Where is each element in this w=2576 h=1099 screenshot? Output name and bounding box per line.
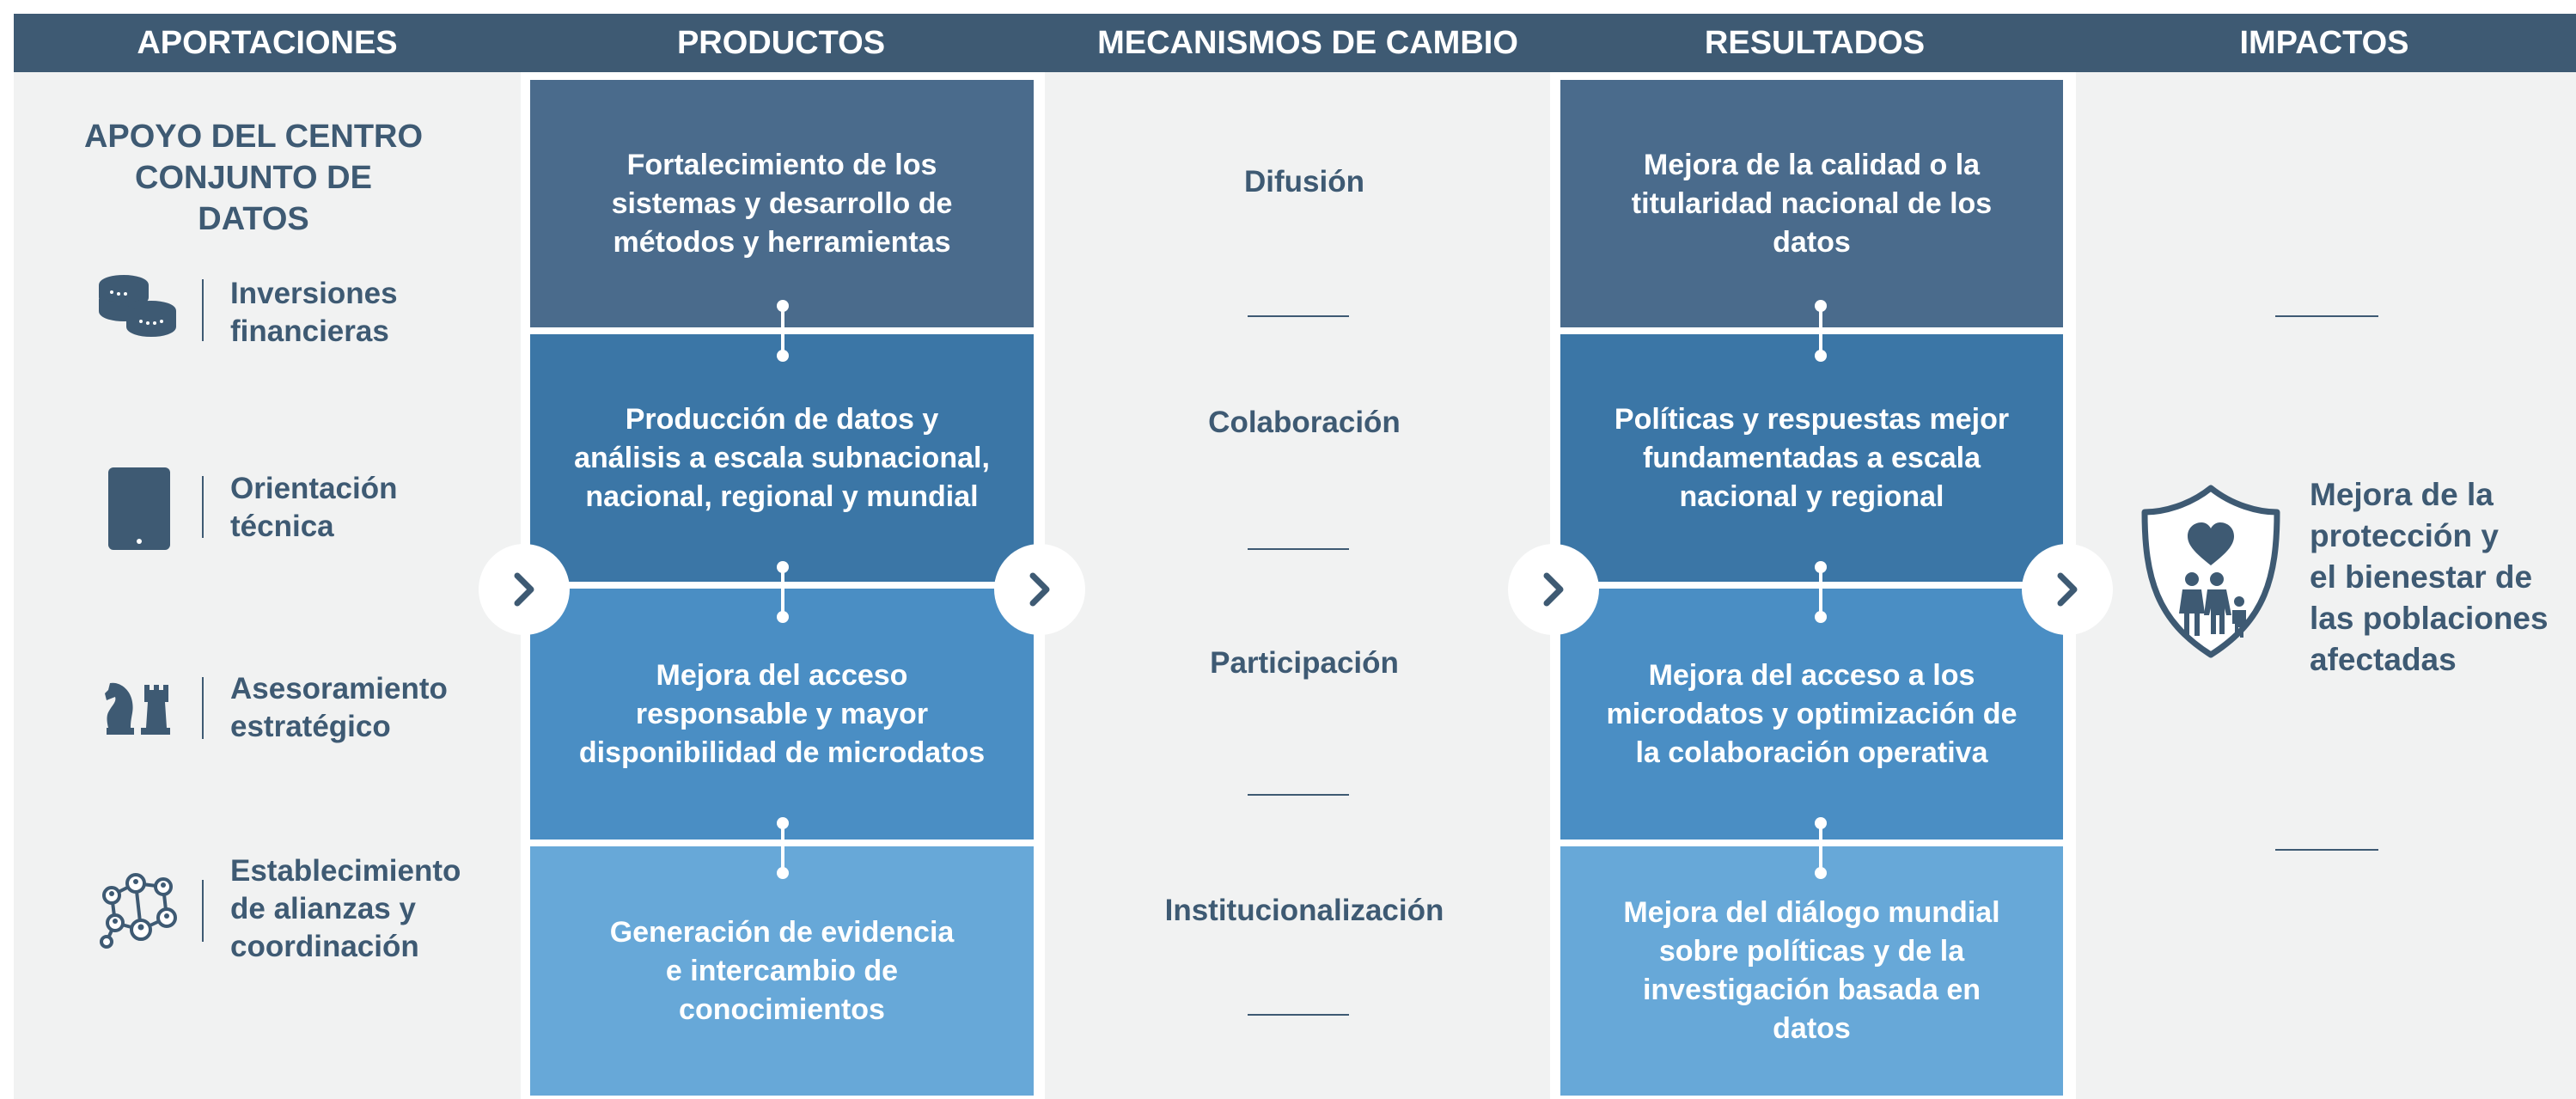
connector-dot bbox=[777, 350, 789, 362]
connector bbox=[1819, 823, 1822, 873]
header-impactos: IMPACTOS bbox=[2239, 25, 2409, 61]
chevron-right-icon bbox=[2057, 572, 2078, 607]
connector-dot bbox=[777, 300, 789, 312]
header-productos: PRODUCTOS bbox=[676, 25, 886, 61]
mecanismo-divider bbox=[1248, 794, 1349, 796]
aportaciones-title: APOYO DEL CENTRO CONJUNTO DE DATOS bbox=[83, 119, 424, 237]
mecanismo-participacion: Participación bbox=[1210, 646, 1399, 680]
chevron-right-icon bbox=[1029, 572, 1050, 607]
connector bbox=[781, 823, 784, 873]
tablet-icon bbox=[107, 466, 172, 556]
impacto-text: Mejora de la protección y el bienestar d… bbox=[2310, 477, 2549, 677]
resultado-box-3: Mejora del acceso a los microdatos y opt… bbox=[1560, 589, 2063, 840]
mecanismo-divider bbox=[1248, 548, 1349, 550]
network-icon bbox=[96, 870, 182, 953]
producto-box-2: Producción de datos y análisis a escala … bbox=[530, 334, 1034, 582]
producto-box-4: Generación de evidencia e intercambio de… bbox=[530, 846, 1034, 1096]
header-aportaciones: APORTACIONES bbox=[137, 25, 398, 61]
header-resultados: RESULTADOS bbox=[1704, 25, 1926, 61]
chevron-right-icon bbox=[1543, 572, 1564, 607]
connector-dot bbox=[777, 561, 789, 573]
connector bbox=[1819, 306, 1822, 356]
flow-line bbox=[567, 583, 1014, 587]
mecanismo-divider bbox=[1248, 315, 1349, 317]
mecanismo-colaboracion: Colaboración bbox=[1208, 406, 1401, 439]
impacto-divider bbox=[2275, 849, 2378, 851]
connector-dot bbox=[777, 867, 789, 879]
connector-dot bbox=[777, 817, 789, 829]
connector-dot bbox=[1815, 611, 1827, 623]
producto-box-1: Fortalecimiento de los sistemas y desarr… bbox=[530, 80, 1034, 327]
connector-dot bbox=[777, 611, 789, 623]
input-label-orientacion: Orientación técnica bbox=[230, 472, 398, 543]
connector bbox=[781, 567, 784, 617]
divider bbox=[202, 279, 204, 341]
arrow-resultados-impactos bbox=[2022, 544, 2113, 635]
chess-icon bbox=[101, 675, 174, 741]
chevron-right-icon bbox=[514, 572, 534, 607]
input-label-asesoramiento: Asesoramiento estratégico bbox=[230, 672, 448, 743]
mecanismo-divider bbox=[1248, 1014, 1349, 1016]
arrow-aportaciones-productos bbox=[479, 544, 570, 635]
connector-dot bbox=[1815, 300, 1827, 312]
connector-dot bbox=[1815, 561, 1827, 573]
mecanismos-column bbox=[1045, 72, 1550, 1099]
coins-icon bbox=[95, 273, 180, 346]
connector-dot bbox=[1815, 867, 1827, 879]
arrow-mecanismos-resultados bbox=[1508, 544, 1599, 635]
impacto-divider bbox=[2275, 315, 2378, 317]
input-label-alianzas: Establecimiento de alianzas y coordinaci… bbox=[230, 854, 461, 963]
connector bbox=[781, 306, 784, 356]
divider bbox=[202, 677, 204, 739]
mecanismo-difusion: Difusión bbox=[1244, 165, 1364, 198]
resultado-box-2: Políticas y respuestas mejor fundamentad… bbox=[1560, 334, 2063, 582]
mecanismo-institucionalizacion: Institucionalización bbox=[1164, 894, 1444, 927]
arrow-productos-mecanismos bbox=[994, 544, 1085, 635]
header-bar: APORTACIONES PRODUCTOS MECANISMOS DE CAM… bbox=[14, 14, 2576, 72]
connector-dot bbox=[1815, 817, 1827, 829]
shield-family-icon bbox=[2138, 483, 2284, 664]
flow-line bbox=[1598, 583, 2045, 587]
input-label-inversiones: Inversiones financieras bbox=[230, 277, 398, 348]
divider bbox=[202, 880, 204, 942]
aportaciones-column bbox=[14, 72, 521, 1099]
divider bbox=[202, 476, 204, 538]
resultado-box-1: Mejora de la calidad o la titularidad na… bbox=[1560, 80, 2063, 327]
producto-box-3: Mejora del acceso responsable y mayor di… bbox=[530, 589, 1034, 840]
connector bbox=[1819, 567, 1822, 617]
header-mecanismos: MECANISMOS DE CAMBIO bbox=[1097, 25, 1518, 61]
resultado-box-4: Mejora del diálogo mundial sobre polític… bbox=[1560, 846, 2063, 1096]
connector-dot bbox=[1815, 350, 1827, 362]
